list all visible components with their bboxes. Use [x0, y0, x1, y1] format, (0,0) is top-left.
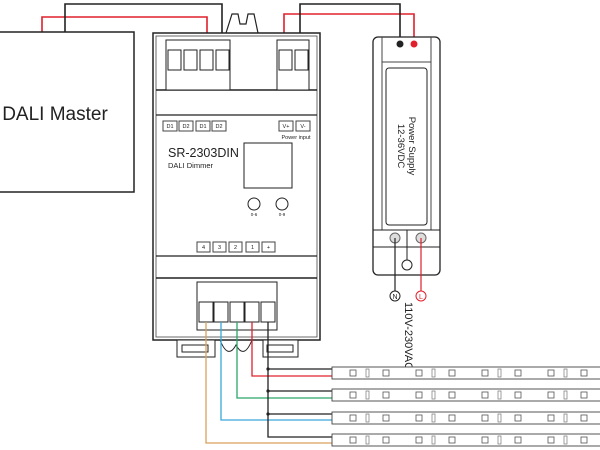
led-chip	[514, 414, 522, 422]
dali-input-terminal-block	[165, 39, 231, 91]
led-chip	[580, 436, 588, 444]
led-chip	[415, 369, 423, 377]
led-chip	[547, 414, 555, 422]
dali-master-label: DALI Master	[2, 104, 108, 125]
display	[243, 142, 293, 189]
led-strip	[331, 411, 600, 425]
resistor	[497, 368, 502, 378]
resistor	[365, 413, 370, 423]
resistor	[497, 390, 502, 400]
led-chip	[382, 436, 390, 444]
power-supply-voltage: 12-36VDC	[395, 124, 406, 168]
led-chip	[514, 369, 522, 377]
model-label: SR-2303DIN	[168, 146, 239, 160]
led-chip	[547, 391, 555, 399]
output-label: 4	[202, 245, 205, 251]
output-label: 2	[234, 245, 237, 251]
led-chip	[547, 436, 555, 444]
resistor	[563, 390, 568, 400]
led-chip	[349, 414, 357, 422]
resistor	[431, 368, 436, 378]
led-chip	[514, 436, 522, 444]
led-chip	[514, 391, 522, 399]
output-label: +	[267, 245, 270, 251]
led-strip	[331, 433, 600, 447]
resistor	[497, 413, 502, 423]
output-wires	[205, 322, 332, 444]
led-chip	[448, 369, 456, 377]
led-chip	[481, 369, 489, 377]
power-input-label: Power input	[281, 135, 311, 141]
led-chip	[448, 391, 456, 399]
led-chip	[448, 414, 456, 422]
resistor	[365, 390, 370, 400]
led-chip	[580, 414, 588, 422]
terminal-label: D1	[166, 124, 173, 130]
dc-negative-terminal	[396, 40, 404, 48]
live-label: L	[419, 294, 423, 301]
led-chip	[349, 436, 357, 444]
dc-positive-terminal	[410, 40, 418, 48]
led-strip	[331, 388, 600, 402]
power-input-terminal-block	[276, 39, 310, 91]
resistor	[563, 368, 568, 378]
led-chip	[415, 414, 423, 422]
resistor	[431, 435, 436, 445]
resistor	[497, 435, 502, 445]
neutral-symbol	[389, 290, 401, 302]
terminal-label: D2	[182, 124, 189, 130]
resistor	[563, 413, 568, 423]
led-chip	[349, 391, 357, 399]
led-chip	[580, 369, 588, 377]
led-chip	[580, 391, 588, 399]
power-supply-label: Power Supply	[406, 117, 417, 176]
terminal-label: D2	[215, 124, 222, 130]
address-knob[interactable]	[275, 197, 289, 211]
led-chip	[481, 414, 489, 422]
terminal-label: V-	[300, 124, 305, 130]
led-chip	[481, 391, 489, 399]
led-chip	[415, 391, 423, 399]
resistor	[431, 413, 436, 423]
led-strips	[331, 366, 600, 447]
subtitle-label: DALI Dimmer	[168, 161, 214, 170]
neutral-label: N	[392, 294, 397, 301]
output-label: 1	[251, 245, 254, 251]
led-chip	[415, 436, 423, 444]
resistor	[365, 435, 370, 445]
din-hook	[225, 13, 259, 34]
power-supply: Power Supply 12-36VDC N L 110V-230VAC	[372, 36, 441, 370]
address-knob[interactable]	[247, 197, 261, 211]
mains-label: 110V-230VAC	[402, 302, 414, 370]
output-label: 3	[218, 245, 221, 251]
led-strip	[331, 366, 600, 380]
resistor	[563, 435, 568, 445]
led-chip	[382, 369, 390, 377]
led-chip	[448, 436, 456, 444]
dali-master: DALI Master	[0, 31, 135, 193]
led-chip	[382, 414, 390, 422]
terminal-label: V+	[283, 124, 290, 130]
knob-label: 0-9	[279, 212, 286, 217]
led-chip	[349, 369, 357, 377]
led-chip	[382, 391, 390, 399]
led-chip	[547, 369, 555, 377]
resistor	[431, 390, 436, 400]
terminal-label: D1	[199, 124, 206, 130]
resistor	[365, 368, 370, 378]
live-symbol	[415, 290, 427, 302]
dali-dimmer: D1 D2 D1 D2 V+ V- Power input SR-2303DIN…	[152, 13, 321, 358]
led-chip	[481, 436, 489, 444]
knob-label: 0-6	[251, 212, 258, 217]
